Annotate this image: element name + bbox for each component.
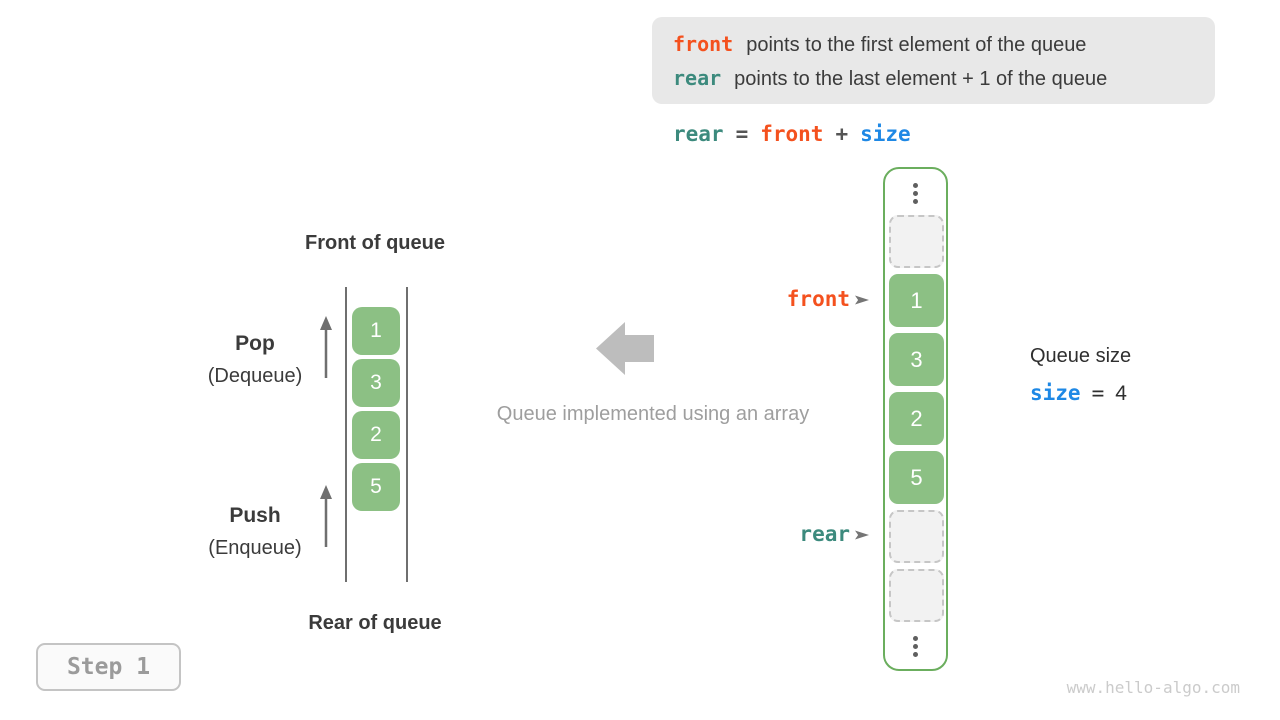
front-pointer-label: front: [786, 287, 850, 311]
push-label: Push (Enqueue): [180, 504, 330, 560]
size-variable: size: [1030, 381, 1081, 405]
array-cell-empty: [889, 569, 944, 622]
legend-box: front points to the first element of the…: [652, 17, 1215, 104]
pop-title: Pop: [235, 332, 275, 355]
array-cell: 2: [889, 392, 944, 445]
formula: rear = front + size: [673, 122, 911, 146]
watermark: www.hello-algo.com: [1066, 678, 1240, 697]
push-title: Push: [229, 504, 281, 527]
legend-line-rear: rear points to the last element + 1 of t…: [673, 64, 1215, 93]
pop-up-arrow-icon: [320, 316, 332, 378]
front-of-queue-label: Front of queue: [305, 232, 445, 254]
array-cell-empty: [889, 510, 944, 563]
formula-plus: +: [835, 122, 849, 146]
front-keyword: front: [673, 32, 734, 56]
channel-left-line: [345, 287, 347, 582]
rear-pointer-arrowhead-icon: [855, 530, 869, 540]
array-cell: 5: [889, 451, 944, 504]
rear-keyword: rear: [673, 66, 722, 90]
legend-line-front: front points to the first element of the…: [673, 30, 1215, 59]
middle-caption: Queue implemented using an array: [496, 403, 810, 425]
channel-right-line: [406, 287, 408, 582]
front-description: points to the first element of the queue: [746, 34, 1087, 56]
queue-item: 2: [352, 411, 400, 459]
size-value: 4: [1115, 382, 1127, 405]
push-subtitle: (Enqueue): [208, 537, 302, 559]
size-equals: =: [1091, 381, 1105, 405]
left-block-arrow-icon: [596, 322, 654, 375]
pop-label: Pop (Dequeue): [180, 332, 330, 388]
queue-size-label: Queue size: [1030, 345, 1132, 367]
rear-of-queue-label: Rear of queue: [308, 612, 442, 634]
queue-size-value-line: size = 4: [1030, 381, 1131, 406]
pop-subtitle: (Dequeue): [207, 365, 303, 387]
front-pointer-arrowhead-icon: [855, 295, 869, 305]
array-container: 1 3 2 5: [883, 167, 948, 671]
step-badge: Step 1: [36, 643, 181, 691]
push-up-arrow-icon: [320, 485, 332, 547]
ellipsis-bottom-icon: [885, 636, 946, 657]
array-cell: 3: [889, 333, 944, 386]
queue-size-block: Queue size size = 4: [1030, 345, 1131, 406]
array-cell-empty: [889, 215, 944, 268]
ellipsis-top-icon: [885, 183, 946, 204]
array-cell: 1: [889, 274, 944, 327]
queue-item: 1: [352, 307, 400, 355]
formula-front: front: [760, 122, 824, 146]
formula-rear: rear: [673, 122, 724, 146]
queue-item: 3: [352, 359, 400, 407]
formula-equals: =: [735, 122, 749, 146]
rear-description: points to the last element + 1 of the qu…: [734, 68, 1108, 90]
formula-size: size: [860, 122, 911, 146]
rear-pointer-label: rear: [799, 522, 850, 546]
queue-item: 5: [352, 463, 400, 511]
